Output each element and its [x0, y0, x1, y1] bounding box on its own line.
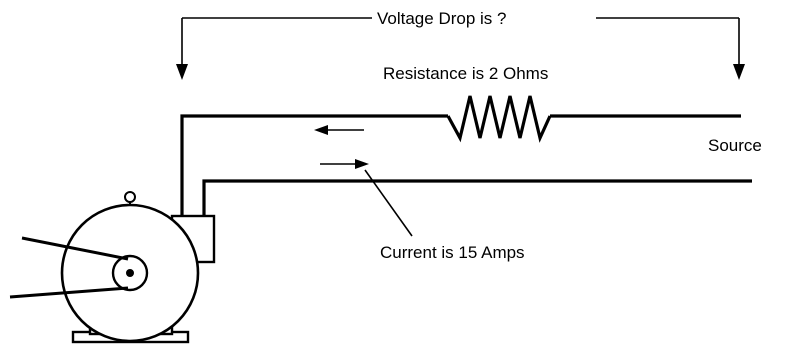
current-label: Current is 15 Amps — [380, 243, 525, 262]
arrow-down-icon-left — [176, 64, 188, 80]
arrow-right-icon — [320, 159, 369, 169]
resistance-label: Resistance is 2 Ohms — [383, 64, 548, 83]
arrow-left-icon — [314, 125, 364, 135]
motor-icon — [9, 191, 216, 344]
source-label: Source — [708, 136, 762, 155]
bottom-conductor — [202, 179, 752, 216]
arrow-down-icon-right — [733, 64, 745, 80]
current-pointer-line — [364, 169, 413, 237]
voltage-drop-label: Voltage Drop is ? — [377, 9, 506, 28]
resistor-zigzag-icon — [446, 95, 552, 143]
top-conductor — [180, 95, 741, 216]
